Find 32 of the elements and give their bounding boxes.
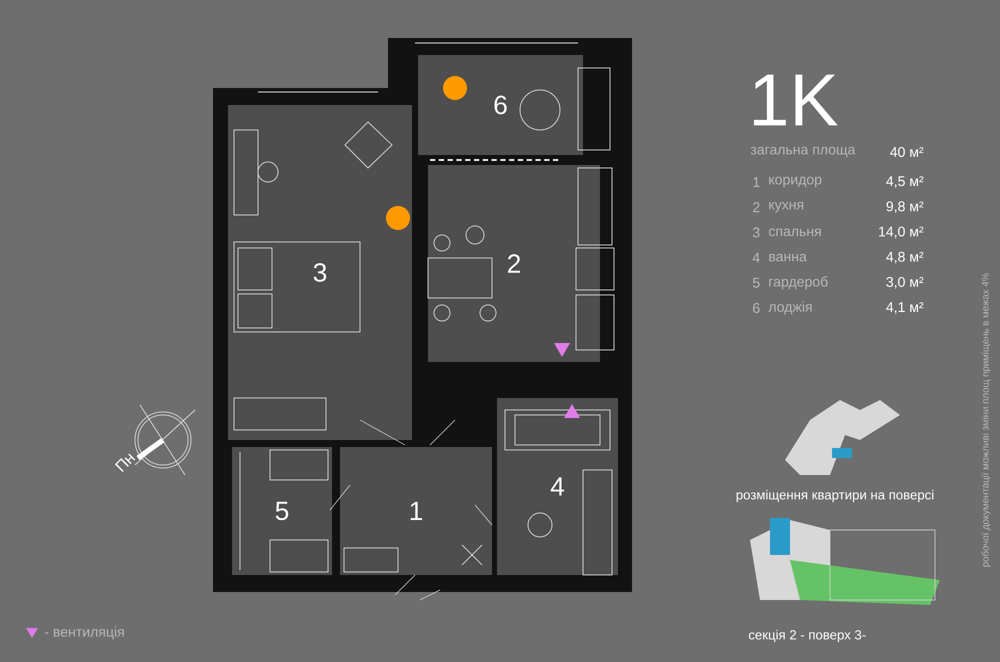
legend-text: - вентиляція [45, 626, 124, 640]
area-value: 4,1 м² [886, 302, 924, 314]
caption: розміщення квартири на поверсі [736, 490, 934, 502]
area-value: 14,0 м² [879, 226, 924, 238]
room-number: 3 [752, 227, 760, 238]
room: 2 [428, 165, 600, 362]
area-value: 9,8 м² [886, 201, 924, 213]
title: 1K [754, 74, 838, 126]
room: 1 [340, 447, 492, 575]
caption: секція 2 - поверх 3- [748, 630, 866, 642]
room-number: 2 [753, 202, 760, 212]
room: 3 [228, 105, 412, 440]
room-number: 1 [753, 177, 760, 187]
note: робочої документації можливі зміни площ приміщень в межах 4% [981, 273, 991, 567]
area-value: 40 м² [890, 147, 924, 157]
room-name: гардероб [769, 276, 828, 290]
room: 5 [232, 447, 332, 575]
area-value: 3,0 м² [886, 277, 924, 289]
room-number: 4 [752, 252, 760, 262]
area-value: 4,8 м² [886, 252, 924, 264]
room-name: коридор [769, 176, 822, 188]
room: 6 [418, 55, 583, 155]
area-value: 4,5 м² [886, 176, 924, 188]
room-name: кухня [769, 202, 804, 212]
room: 4 [497, 398, 618, 575]
area-label: загальна площа [750, 146, 856, 158]
room-name: спальня [768, 228, 821, 236]
room-name: лоджія [768, 302, 812, 314]
room-name: ванна [769, 254, 807, 262]
north-label: Пн [114, 454, 136, 472]
room-number: 5 [752, 278, 760, 288]
room-number: 6 [753, 303, 760, 313]
